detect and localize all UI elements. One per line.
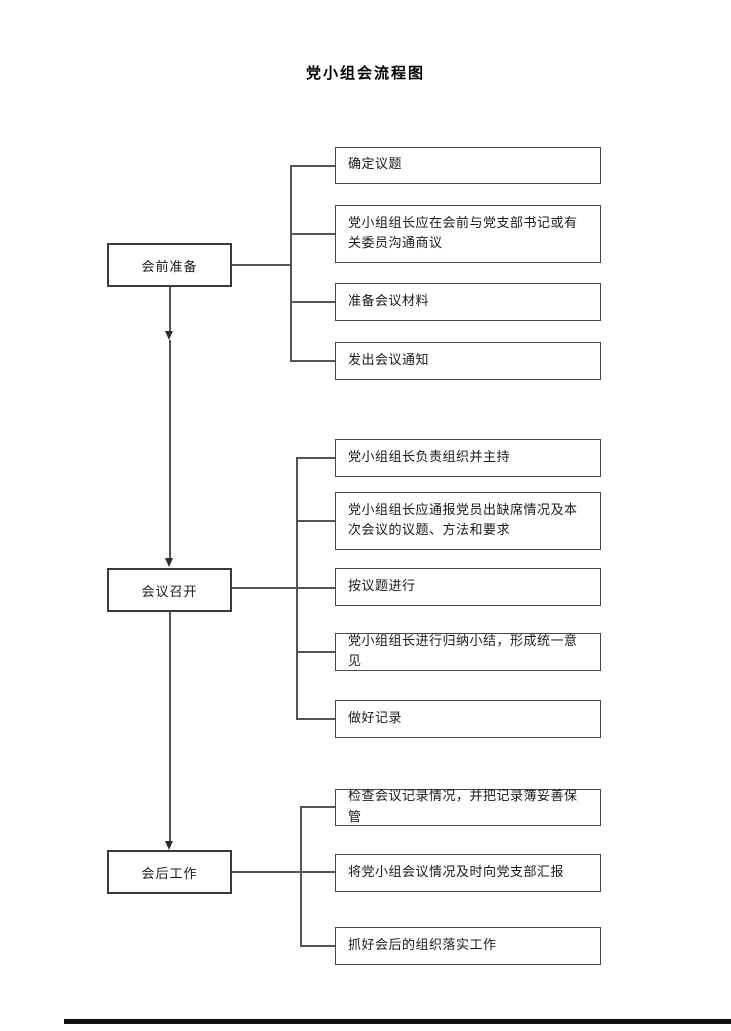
step-box: 确定议题 [335,147,601,184]
connector-line [296,718,335,720]
step-box: 党小组组长进行归纳小结，形成统一意见 [335,633,601,671]
connector-line [169,612,171,842]
connector-line [290,233,335,235]
connector-line [296,457,335,459]
connector-line [232,587,335,589]
connector-line [300,806,335,808]
step-box: 党小组组长应在会前与党支部书记或有关委员沟通商议 [335,205,601,263]
step-box: 党小组组长应通报党员出缺席情况及本次会议的议题、方法和要求 [335,492,601,550]
connector-line [300,945,335,947]
stage-box-after-meeting: 会后工作 [107,850,232,894]
page-bottom-rule [64,1019,731,1024]
connector-line [290,165,335,167]
step-box: 检查会议记录情况，并把记录簿妥善保管 [335,789,601,826]
connector-line [290,360,335,362]
step-box: 发出会议通知 [335,342,601,380]
page-title: 党小组会流程图 [305,64,425,82]
connector-line [232,871,335,873]
arrow-down-icon [165,558,173,567]
stage-box-preparation: 会前准备 [107,243,232,287]
connector-line [290,165,292,362]
step-box: 准备会议材料 [335,283,601,321]
arrow-down-icon [165,331,173,340]
connector-line [296,651,335,653]
arrow-down-icon [165,841,173,850]
step-box: 党小组组长负责组织并主持 [335,439,601,477]
step-box: 做好记录 [335,700,601,738]
step-box: 将党小组会议情况及时向党支部汇报 [335,854,601,892]
connector-line [300,806,302,947]
step-box: 抓好会后的组织落实工作 [335,927,601,965]
connector-line [296,458,298,720]
connector-line [296,520,335,522]
connector-line [169,340,171,558]
connector-line [290,301,335,303]
connector-line [169,287,171,332]
connector-line [232,264,291,266]
stage-box-meeting: 会议召开 [107,568,232,612]
step-box: 按议题进行 [335,568,601,606]
